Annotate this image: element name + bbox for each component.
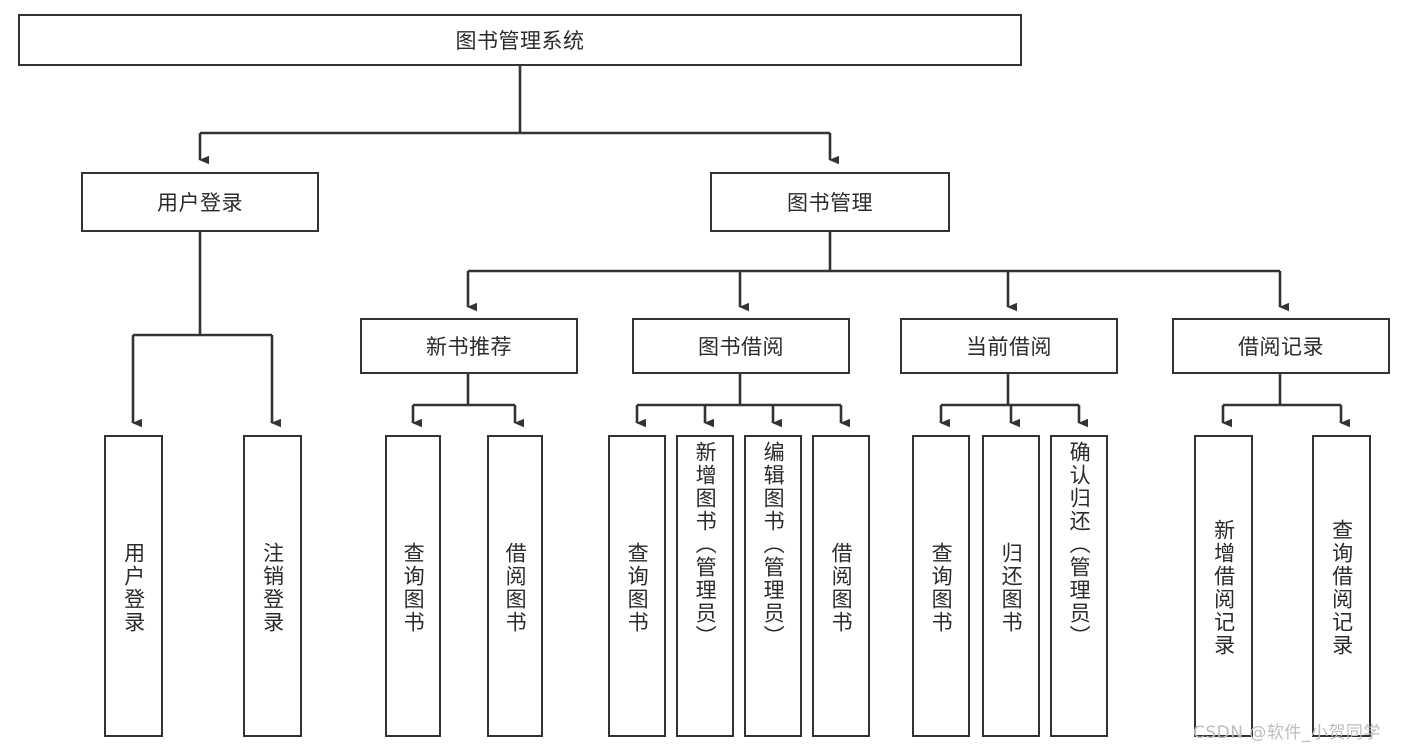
node-leaf-borrow-book-2-label: 借阅图书 — [829, 542, 854, 634]
node-user-login[interactable]: 用户登录 — [81, 172, 319, 232]
csdn-watermark: CSDN @软件_小贺同学 — [1193, 723, 1381, 743]
node-leaf-add-book-label: 新增图书（管理员） — [693, 441, 718, 648]
node-leaf-user-logout-label: 注销登录 — [260, 542, 285, 634]
node-root-label: 图书管理系统 — [455, 29, 585, 53]
node-root[interactable]: 图书管理系统 — [18, 14, 1022, 66]
node-leaf-confirm-return[interactable]: 确认归还（管理员） — [1050, 435, 1108, 737]
node-leaf-query-book-1[interactable]: 查询图书 — [385, 435, 441, 737]
node-leaf-query-book-3-label: 查询图书 — [929, 542, 954, 634]
node-leaf-user-login[interactable]: 用户登录 — [104, 435, 163, 737]
node-current-borrow[interactable]: 当前借阅 — [900, 318, 1118, 374]
node-leaf-add-record-label: 新增借阅记录 — [1211, 519, 1236, 657]
node-leaf-user-logout[interactable]: 注销登录 — [243, 435, 302, 737]
node-book-borrow-label: 图书借阅 — [698, 335, 784, 359]
node-leaf-query-book-3[interactable]: 查询图书 — [912, 435, 970, 737]
node-leaf-add-book[interactable]: 新增图书（管理员） — [676, 435, 734, 737]
node-leaf-edit-book[interactable]: 编辑图书（管理员） — [744, 435, 802, 737]
node-borrow-record-label: 借阅记录 — [1238, 335, 1324, 359]
node-current-borrow-label: 当前借阅 — [966, 335, 1052, 359]
node-book-manage-label: 图书管理 — [787, 191, 873, 215]
node-leaf-return-book-label: 归还图书 — [999, 542, 1024, 634]
node-leaf-borrow-book-1-label: 借阅图书 — [503, 542, 528, 634]
node-new-book-rec[interactable]: 新书推荐 — [360, 318, 578, 374]
node-book-borrow[interactable]: 图书借阅 — [632, 318, 850, 374]
node-leaf-query-record[interactable]: 查询借阅记录 — [1312, 435, 1371, 737]
node-leaf-query-record-label: 查询借阅记录 — [1329, 519, 1354, 657]
node-leaf-query-book-1-label: 查询图书 — [401, 542, 426, 634]
node-leaf-query-book-2-label: 查询图书 — [625, 542, 650, 634]
node-leaf-user-login-label: 用户登录 — [121, 542, 146, 634]
node-user-login-label: 用户登录 — [157, 191, 243, 215]
node-book-manage[interactable]: 图书管理 — [710, 172, 950, 232]
node-leaf-return-book[interactable]: 归还图书 — [982, 435, 1040, 737]
node-leaf-query-book-2[interactable]: 查询图书 — [608, 435, 666, 737]
node-leaf-add-record[interactable]: 新增借阅记录 — [1194, 435, 1253, 737]
node-new-book-rec-label: 新书推荐 — [426, 335, 512, 359]
node-leaf-confirm-return-label: 确认归还（管理员） — [1067, 441, 1092, 648]
node-borrow-record[interactable]: 借阅记录 — [1172, 318, 1390, 374]
node-leaf-borrow-book-2[interactable]: 借阅图书 — [812, 435, 870, 737]
node-leaf-edit-book-label: 编辑图书（管理员） — [761, 441, 786, 648]
node-leaf-borrow-book-1[interactable]: 借阅图书 — [487, 435, 543, 737]
